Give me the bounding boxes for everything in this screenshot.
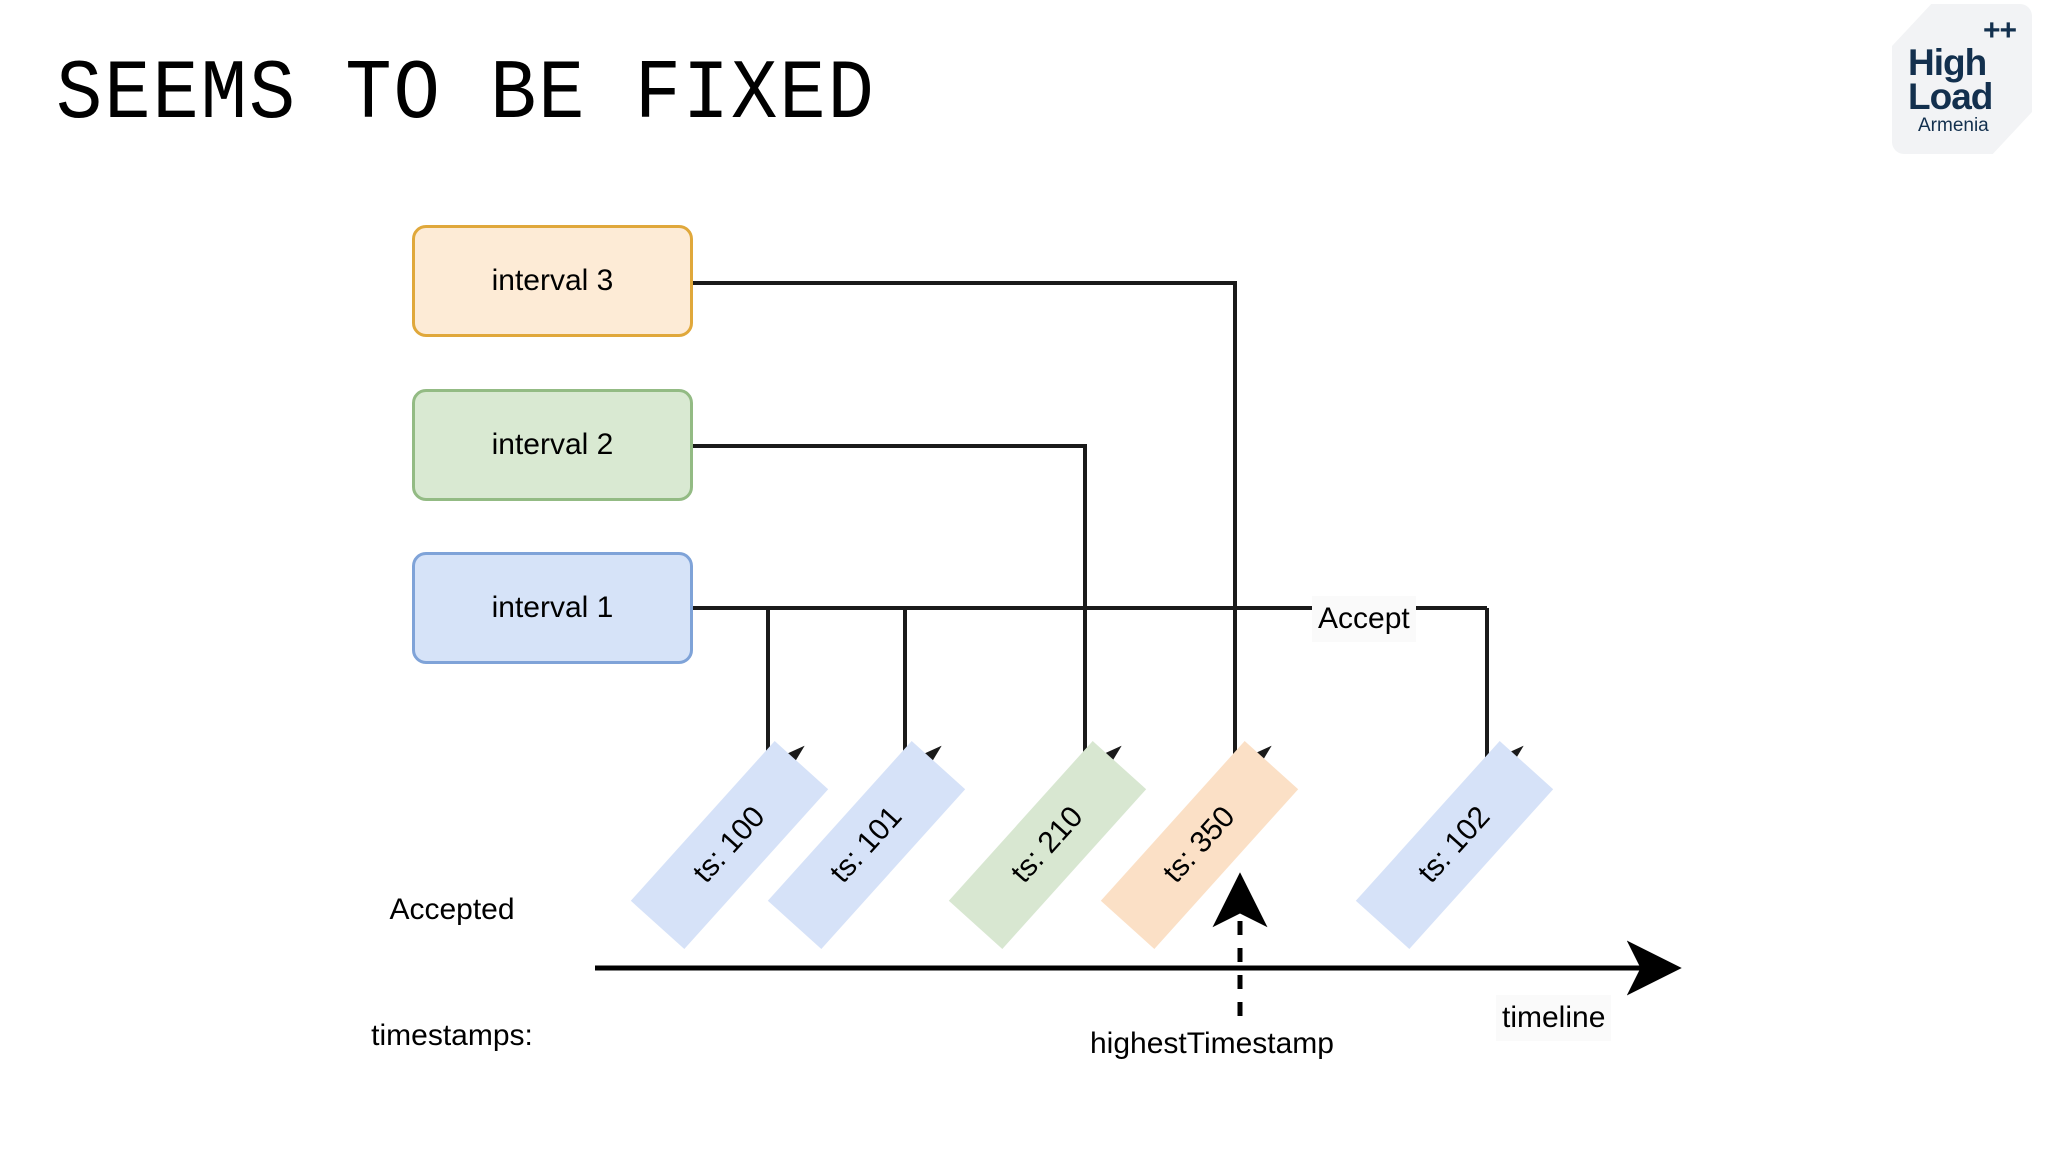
interval-2-box[interactable]: interval 2 (412, 389, 693, 501)
logo-load-text: Load (1908, 76, 1993, 117)
interval-2-label: interval 2 (491, 428, 614, 461)
accept-label: Accept (1312, 596, 1416, 642)
logo-armenia-text: Armenia (1918, 115, 1989, 136)
connector-interval-3-to-ts-350 (693, 281, 1272, 783)
accepted-timestamps-line-1: Accepted (389, 893, 515, 926)
interval-1-label: interval 1 (491, 591, 614, 624)
logo-high-text: High (1908, 42, 1987, 83)
highest-timestamp-label: highestTimestamp (1090, 1027, 1334, 1060)
connector-interval-2-to-ts-210 (693, 444, 1122, 783)
interval-1-box[interactable]: interval 1 (412, 552, 693, 664)
highload-armenia-logo: ++ High Load Armenia (1892, 4, 2032, 154)
interval-3-label: interval 3 (491, 264, 614, 297)
logo-hex-badge (1892, 4, 2032, 154)
page-title: SEEMS TO BE FIXED (56, 48, 876, 143)
accepted-timestamps-label: Accepted timestamps: (352, 805, 552, 1099)
timeline-axis-label: timeline (1496, 995, 1612, 1041)
logo-plusplus: ++ (1982, 14, 2017, 47)
accepted-timestamps-line-2: timestamps: (371, 1019, 533, 1052)
interval-3-box[interactable]: interval 3 (412, 225, 693, 337)
